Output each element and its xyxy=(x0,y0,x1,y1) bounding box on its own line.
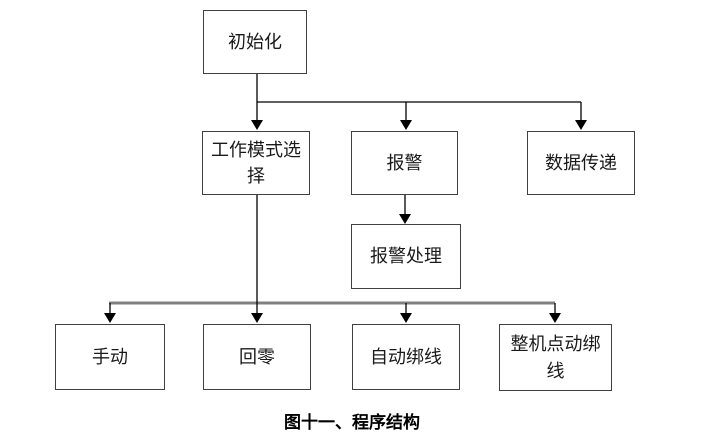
node-manual: 手动 xyxy=(55,324,165,390)
arrowhead-to-return-zero xyxy=(251,313,263,323)
figure-caption: 图十一、程序结构 xyxy=(284,413,420,432)
node-auto-binding: 自动绑线 xyxy=(352,324,460,390)
node-mode-select: 工作模式选择 xyxy=(202,131,310,195)
arrowhead-to-alarm-handling xyxy=(399,214,411,224)
arrowhead-to-data-transfer xyxy=(575,120,587,130)
arrowhead-to-manual xyxy=(104,313,116,323)
arrowhead-to-alarm xyxy=(400,120,412,130)
node-init: 初始化 xyxy=(203,10,307,74)
node-data-transfer: 数据传递 xyxy=(527,131,635,195)
arrowhead-to-mode-select xyxy=(251,120,263,130)
node-alarm: 报警 xyxy=(351,131,458,195)
node-alarm-handling: 报警处理 xyxy=(351,224,461,289)
node-return-zero: 回零 xyxy=(203,324,311,390)
arrowhead-to-jog-binding xyxy=(549,313,561,323)
arrowhead-to-auto-binding xyxy=(400,313,412,323)
node-jog-binding: 整机点动绑线 xyxy=(499,324,612,391)
